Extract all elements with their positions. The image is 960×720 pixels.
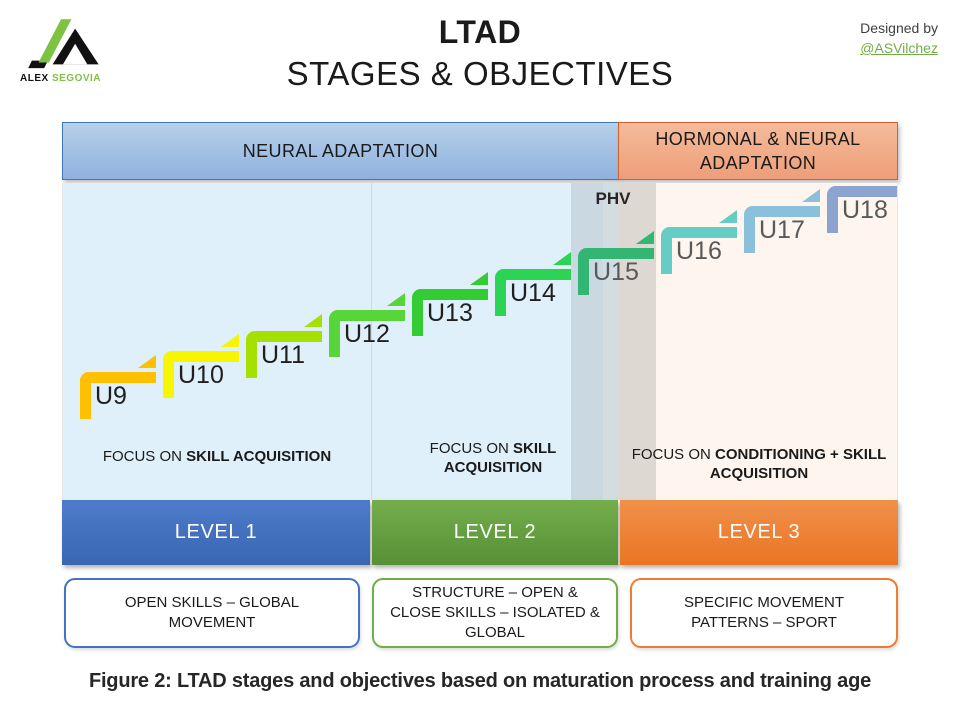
stage-label: U13 xyxy=(427,299,473,327)
stage-step-shape xyxy=(495,269,571,316)
stage-u9: U9 xyxy=(80,355,156,419)
stage-arrow-icon xyxy=(553,252,571,265)
level3-label: LEVEL 3 xyxy=(717,521,801,543)
level-bar-2: LEVEL 2 xyxy=(372,500,618,565)
stage-step-shape xyxy=(412,289,488,336)
stage-step-shape xyxy=(661,227,737,274)
level2-label: LEVEL 2 xyxy=(453,521,537,543)
adaptation-header-right: HORMONAL & NEURAL ADAPTATION xyxy=(618,122,898,180)
stage-arrow-icon xyxy=(636,231,654,244)
page-subtitle: STAGES & OBJECTIVES xyxy=(286,55,674,92)
stage-u13: U13 xyxy=(412,272,488,336)
designed-by-label: Designed by xyxy=(860,20,938,36)
stage-label: U16 xyxy=(676,237,722,265)
designer-credit: Designed by @ASVilchez xyxy=(860,18,938,58)
neural-adaptation-label: NEURAL ADAPTATION xyxy=(242,141,439,161)
focus3-bold: CONDITIONING + SKILL ACQUISITION xyxy=(709,446,887,482)
logo-stripe xyxy=(38,19,72,63)
alex-segovia-logo: ALEX SEGOVIA xyxy=(14,8,124,84)
logo-triangle-inner xyxy=(62,43,88,65)
stage-label: U15 xyxy=(593,258,639,286)
objective2-text: STRUCTURE – OPEN & CLOSE SKILLS – ISOLAT… xyxy=(390,584,600,641)
stage-u10: U10 xyxy=(163,334,239,398)
stage-arrow-icon xyxy=(802,189,820,202)
level1-label: LEVEL 1 xyxy=(174,521,258,543)
objective-box-1: OPEN SKILLS – GLOBAL MOVEMENT xyxy=(64,578,360,648)
stage-u16: U16 xyxy=(661,210,737,274)
logo-name-segovia: SEGOVIA xyxy=(51,73,102,84)
stage-arrow-icon xyxy=(470,272,488,285)
stage-step-shape xyxy=(827,186,897,233)
phv-label: PHV xyxy=(595,189,631,208)
stage-u18: U18 xyxy=(827,186,897,233)
stage-arrow-icon xyxy=(387,293,405,306)
page-title: LTAD xyxy=(438,14,522,50)
stage-step-shape xyxy=(329,310,405,357)
stage-arrow-icon xyxy=(221,334,239,347)
focus-level2: FOCUS ON SKILL ACQUISITION xyxy=(393,439,593,477)
designer-handle-link[interactable]: @ASVilchez xyxy=(860,40,938,56)
stage-step-shape xyxy=(163,351,239,398)
stage-label: U18 xyxy=(842,196,888,224)
level-bar-1: LEVEL 1 xyxy=(62,500,370,565)
logo-name-alex: ALEX xyxy=(20,73,49,84)
stair-region-left xyxy=(63,183,619,500)
stage-label: U17 xyxy=(759,216,805,244)
logo-wordmark: ALEX SEGOVIA xyxy=(20,73,124,84)
level-bar-3: LEVEL 3 xyxy=(620,500,898,565)
objective-box-2: STRUCTURE – OPEN & CLOSE SKILLS – ISOLAT… xyxy=(372,578,618,648)
phv-strip-2 xyxy=(603,183,618,500)
focus1-prefix: FOCUS ON xyxy=(102,448,187,465)
objective1-text: OPEN SKILLS – GLOBAL MOVEMENT xyxy=(124,594,300,631)
focus2-prefix: FOCUS ON xyxy=(429,440,513,457)
focus2-bold: SKILL ACQUISITION xyxy=(443,440,557,476)
stage-step-shape xyxy=(744,206,820,253)
stage-arrow-icon xyxy=(304,314,322,327)
stage-step-shape xyxy=(246,331,322,378)
focus3-prefix: FOCUS ON xyxy=(631,446,716,463)
focus-level1: FOCUS ON SKILL ACQUISITION xyxy=(63,447,371,466)
stage-u12: U12 xyxy=(329,293,405,357)
adaptation-header-left: NEURAL ADAPTATION xyxy=(62,122,619,180)
focus-level3: FOCUS ON CONDITIONING + SKILL ACQUISITIO… xyxy=(623,445,895,483)
objective3-text: SPECIFIC MOVEMENT PATTERNS – SPORT xyxy=(683,594,844,631)
stage-arrow-icon xyxy=(719,210,737,223)
stage-layer: U9 U10 U11 U12 U13 U14 U15 U16 U17 U18 xyxy=(63,183,897,500)
hormonal-neural-adaptation-label: HORMONAL & NEURAL ADAPTATION xyxy=(655,129,861,173)
stage-step-shape xyxy=(578,248,654,295)
stage-label: U9 xyxy=(95,382,127,410)
figure-caption: Figure 2: LTAD stages and objectives bas… xyxy=(88,670,872,692)
stage-u11: U11 xyxy=(246,314,322,378)
stage-label: U12 xyxy=(344,320,390,348)
stage-arrow-icon xyxy=(138,355,156,368)
focus1-bold: SKILL ACQUISITION xyxy=(186,448,332,465)
stage-label: U11 xyxy=(261,341,306,369)
stage-label: U10 xyxy=(178,361,224,389)
stage-u17: U17 xyxy=(744,189,820,253)
ltad-diagram: NEURAL ADAPTATION HORMONAL & NEURAL ADAP… xyxy=(62,122,898,568)
phv-strip-1 xyxy=(571,183,603,500)
staircase-area: PHV U9 U10 U11 U12 U13 U14 U15 U16 U17 U18 FOCUS … xyxy=(62,183,898,500)
stage-u15: U15 xyxy=(578,231,654,295)
objective-box-3: SPECIFIC MOVEMENT PATTERNS – SPORT xyxy=(630,578,898,648)
stage-u14: U14 xyxy=(495,252,571,316)
stage-step-shape xyxy=(80,372,156,419)
stage-label: U14 xyxy=(510,279,556,307)
triangle-logo-icon xyxy=(28,19,99,69)
level1-level2-divider xyxy=(371,183,372,500)
title-block: LTAD STAGES & OBJECTIVES xyxy=(0,12,960,96)
